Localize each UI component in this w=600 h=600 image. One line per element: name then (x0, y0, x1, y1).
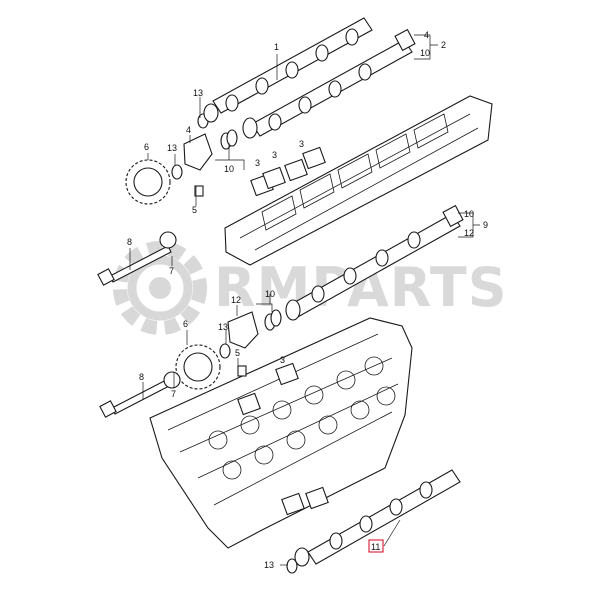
callout-9: 9 (483, 220, 488, 230)
lower-cylinder-head (149, 317, 413, 549)
callout-8: 8 (127, 237, 132, 247)
callout-3: 3 (280, 355, 285, 365)
callout-3: 3 (255, 158, 260, 168)
callout-11: 11 (371, 542, 380, 552)
callout-13: 13 (193, 88, 203, 98)
camshaft-9 (285, 204, 464, 321)
upper-cylinder-head (224, 95, 493, 266)
callout-10: 10 (420, 48, 430, 58)
callout-13: 13 (218, 322, 228, 332)
callout-6: 6 (144, 142, 149, 152)
center-bolts-washers (97, 231, 181, 418)
watermark-gear-logo (113, 241, 207, 335)
callout-1: 1 (274, 42, 279, 52)
callout-3: 3 (272, 150, 277, 160)
callout-10: 10 (265, 289, 275, 299)
camshaft-2 (242, 28, 416, 139)
leader-lines (129, 34, 480, 566)
vvt-sprockets (125, 159, 221, 390)
camshaft-1 (212, 17, 373, 114)
callout-12: 12 (231, 295, 241, 305)
callout-5: 5 (235, 348, 240, 358)
callout-13: 13 (264, 560, 274, 570)
valve-tappets (237, 146, 329, 516)
callout-5: 5 (192, 205, 197, 215)
callout-7: 7 (171, 389, 176, 399)
camshaft-seal-rings-10 (220, 129, 282, 331)
small-bolts (194, 185, 247, 377)
callout-4: 4 (424, 30, 429, 40)
callout-2: 2 (441, 40, 446, 50)
callout-7: 7 (169, 266, 174, 276)
callout-4: 4 (186, 125, 191, 135)
camshaft-11 (307, 469, 461, 565)
callout-13: 13 (167, 143, 177, 153)
seal-rings (171, 103, 310, 574)
callout-10: 10 (224, 164, 234, 174)
callout-10: 10 (464, 209, 474, 219)
adjuster-brackets (183, 133, 259, 349)
callout-3: 3 (299, 139, 304, 149)
callout-6: 6 (183, 319, 188, 329)
callout-8: 8 (139, 372, 144, 382)
callout-12: 12 (464, 228, 474, 238)
highlight-box-11 (368, 539, 384, 553)
